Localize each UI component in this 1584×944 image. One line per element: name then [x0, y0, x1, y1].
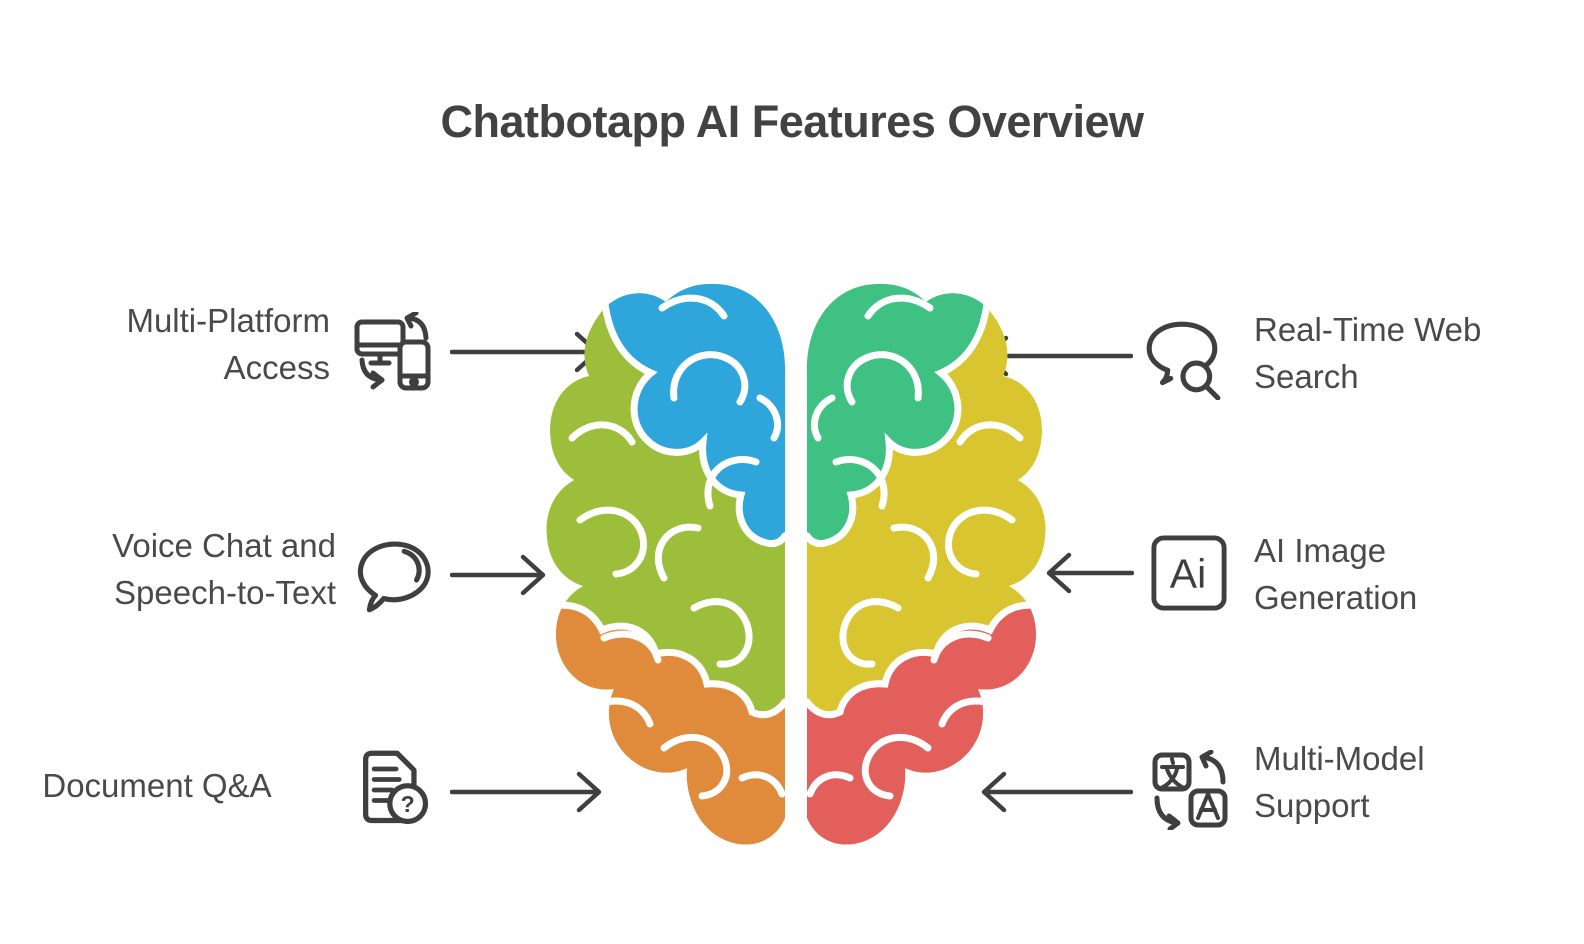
document-text-lines: [371, 766, 402, 803]
translate-target-glyph: [1196, 792, 1220, 820]
translate-arrow-top-head: [1199, 750, 1214, 769]
label-document-qa: Document Q&A: [24, 762, 290, 809]
label-line: Speech-to-Text: [114, 574, 336, 611]
phone-home-dot: [409, 377, 419, 387]
magnifier-lens: [1180, 360, 1213, 393]
question-circle: [387, 783, 429, 825]
label-line: Support: [1254, 787, 1370, 824]
translate-icon: [1152, 750, 1228, 830]
devices-sync-icon: [354, 312, 431, 391]
chat-search-icon-strokes: [1146, 321, 1221, 400]
arrow-head: [576, 771, 602, 813]
speech-bubble-icon-strokes: [357, 541, 431, 613]
bubble-outline: [357, 541, 431, 613]
translate-source-glyph: [1159, 757, 1186, 790]
ai-badge-glyph: Ai: [1170, 551, 1206, 597]
label-line: Document Q&A: [42, 767, 272, 804]
arrow-left-bottom: [450, 771, 602, 813]
document-question-icon: ?: [363, 750, 429, 825]
sync-arrow-bottom-head: [370, 370, 385, 390]
zh-dot-stroke: [1170, 757, 1175, 765]
label-line: AI Image: [1254, 532, 1387, 569]
arrow-head: [520, 554, 546, 596]
bubble-inner-arc: [401, 548, 422, 583]
label-line: Access: [223, 349, 330, 386]
monitor-shape: [354, 319, 406, 357]
label-line: Multi-Model: [1254, 740, 1425, 777]
label-line: Generation: [1254, 579, 1418, 616]
label-line: Real-Time Web: [1254, 311, 1482, 348]
arrow-head: [981, 771, 1007, 813]
arrow-left-middle: [450, 554, 546, 596]
translate-arrow-top: [1200, 754, 1226, 785]
label-line: Search: [1254, 358, 1359, 395]
zh-right-stroke: [1165, 767, 1186, 790]
label-real-time-web-search: Real-Time Web Search: [1254, 306, 1584, 400]
arrow-right-bottom: [981, 771, 1133, 813]
label-multi-model-support: Multi-Model Support: [1254, 735, 1584, 829]
arrow-head: [1046, 552, 1072, 594]
chat-bubble-outline: [1146, 321, 1218, 373]
speech-bubble-icon: [357, 541, 431, 613]
translate-icon-strokes: [1152, 750, 1228, 830]
chat-search-icon: [1146, 321, 1221, 400]
brain-illustration: [545, 280, 1050, 845]
translate-source-box: [1152, 752, 1192, 792]
label-multi-platform-access: Multi-Platform Access: [30, 297, 330, 391]
sync-arrow-top-head: [404, 312, 419, 329]
page-title: Chatbotapp AI Features Overview: [440, 96, 1144, 147]
zh-left-stroke: [1159, 767, 1179, 790]
ai-box-frame: [1151, 535, 1227, 611]
brain-left-hemisphere: [545, 280, 797, 845]
label-voice-chat: Voice Chat and Speech-to-Text: [30, 522, 336, 616]
ai-box-icon-strokes: Ai: [1151, 535, 1227, 611]
document-question-icon-strokes: ?: [363, 750, 429, 825]
arrow-right-middle: [1046, 552, 1134, 594]
label-line: Voice Chat and: [112, 527, 336, 564]
translate-arrow-bottom-head: [1166, 813, 1181, 830]
label-line: Multi-Platform: [126, 302, 330, 339]
chat-bubble-tail: [1159, 367, 1174, 386]
ai-box-icon: Ai: [1151, 535, 1227, 611]
label-ai-image-generation: AI Image Generation: [1254, 527, 1584, 621]
brain-right-hemisphere: [795, 280, 1050, 845]
magnifier-handle: [1204, 384, 1221, 400]
monitor-stand: [368, 351, 392, 366]
devices-sync-icon-strokes: [354, 312, 431, 391]
question-mark-glyph: ?: [401, 791, 415, 817]
